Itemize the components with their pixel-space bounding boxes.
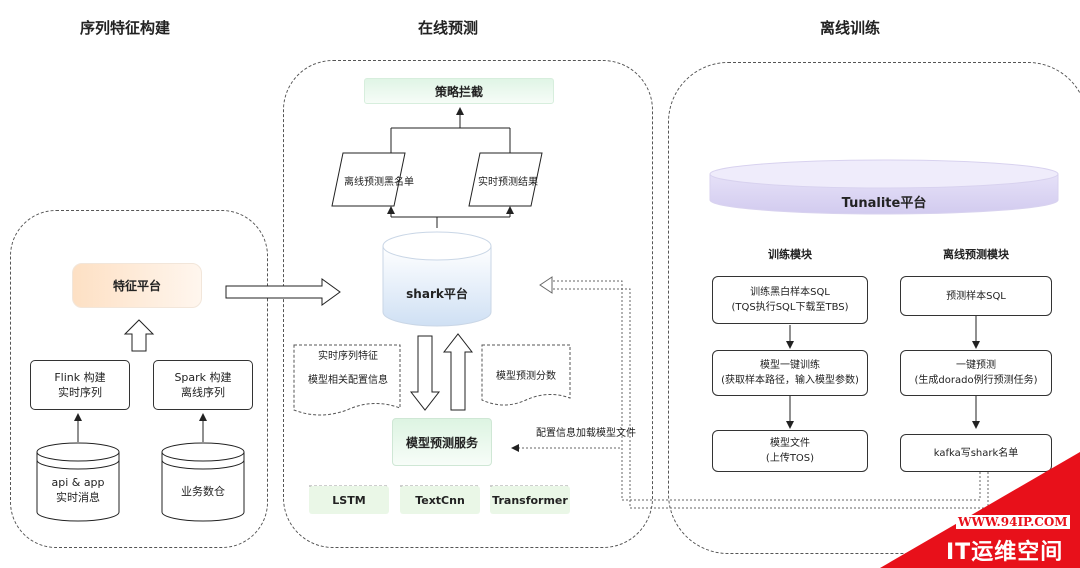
doc-features-label: 实时序列特征 模型相关配置信息 <box>308 351 388 386</box>
watermark-url: WWW.94IP.COM <box>956 515 1070 529</box>
model-transformer-label: Transformer <box>492 493 568 507</box>
predict-step-sample-sql: 预测样本SQL <box>900 276 1052 316</box>
offline-region <box>668 62 1080 554</box>
blacklist-label: 离线预测黑名单 <box>344 177 414 188</box>
api-source-cylinder <box>36 442 120 522</box>
train-step-sample-sql: 训练黑白样本SQL (TQS执行SQL下载至TBS) <box>712 276 868 324</box>
offline-section-title: 离线训练 <box>820 19 881 37</box>
feature-platform-box: 特征平台 <box>72 263 202 308</box>
predict-step-one-click-predict: 一键预测 (生成dorado例行预测任务) <box>900 350 1052 396</box>
tunalite-label: Tunalite平台 <box>841 196 927 211</box>
feature-section-title: 序列特征构建 <box>80 19 171 37</box>
api-source-label: api & app 实时消息 <box>51 476 105 504</box>
feature-platform-label: 特征平台 <box>112 279 161 293</box>
model-transformer: Transformer <box>490 486 570 514</box>
train-step-model-file: 模型文件 (上传TOS) <box>712 430 868 472</box>
predict-step-kafka: kafka写shark名单 <box>900 434 1052 472</box>
spark-box: Spark 构建 离线序列 <box>153 360 253 410</box>
watermark-brand: IT运维空间 <box>946 540 1064 565</box>
train-step-one-click-train: 模型一键训练 (获取样本路径，输入模型参数) <box>712 350 868 396</box>
warehouse-cylinder <box>161 442 245 522</box>
feature-region <box>10 210 268 548</box>
online-section-title: 在线预测 <box>418 19 479 37</box>
model-lstm: LSTM <box>309 486 389 514</box>
doc-score-label: 模型预测分数 <box>496 371 556 382</box>
strategy-box: 策略拦截 <box>364 78 554 104</box>
shark-label: shark平台 <box>406 287 468 301</box>
train-module-title: 训练模块 <box>768 248 812 261</box>
model-service-box: 模型预测服务 <box>392 418 492 466</box>
realtime-result-label: 实时预测结果 <box>478 177 538 188</box>
online-region <box>283 60 653 548</box>
predict-module-title: 离线预测模块 <box>943 248 1009 261</box>
blacklist-shape <box>331 152 406 207</box>
config-load-label: 配置信息加载模型文件 <box>536 428 636 439</box>
model-textcnn: TextCnn <box>400 486 480 514</box>
model-service-label: 模型预测服务 <box>405 435 478 450</box>
warehouse-label: 业务数仓 <box>181 485 225 498</box>
realtime-result-shape <box>468 152 543 207</box>
model-textcnn-label: TextCnn <box>415 493 465 507</box>
strategy-label: 策略拦截 <box>434 84 483 99</box>
flink-box: Flink 构建 实时序列 <box>30 360 130 410</box>
model-lstm-label: LSTM <box>332 493 366 507</box>
